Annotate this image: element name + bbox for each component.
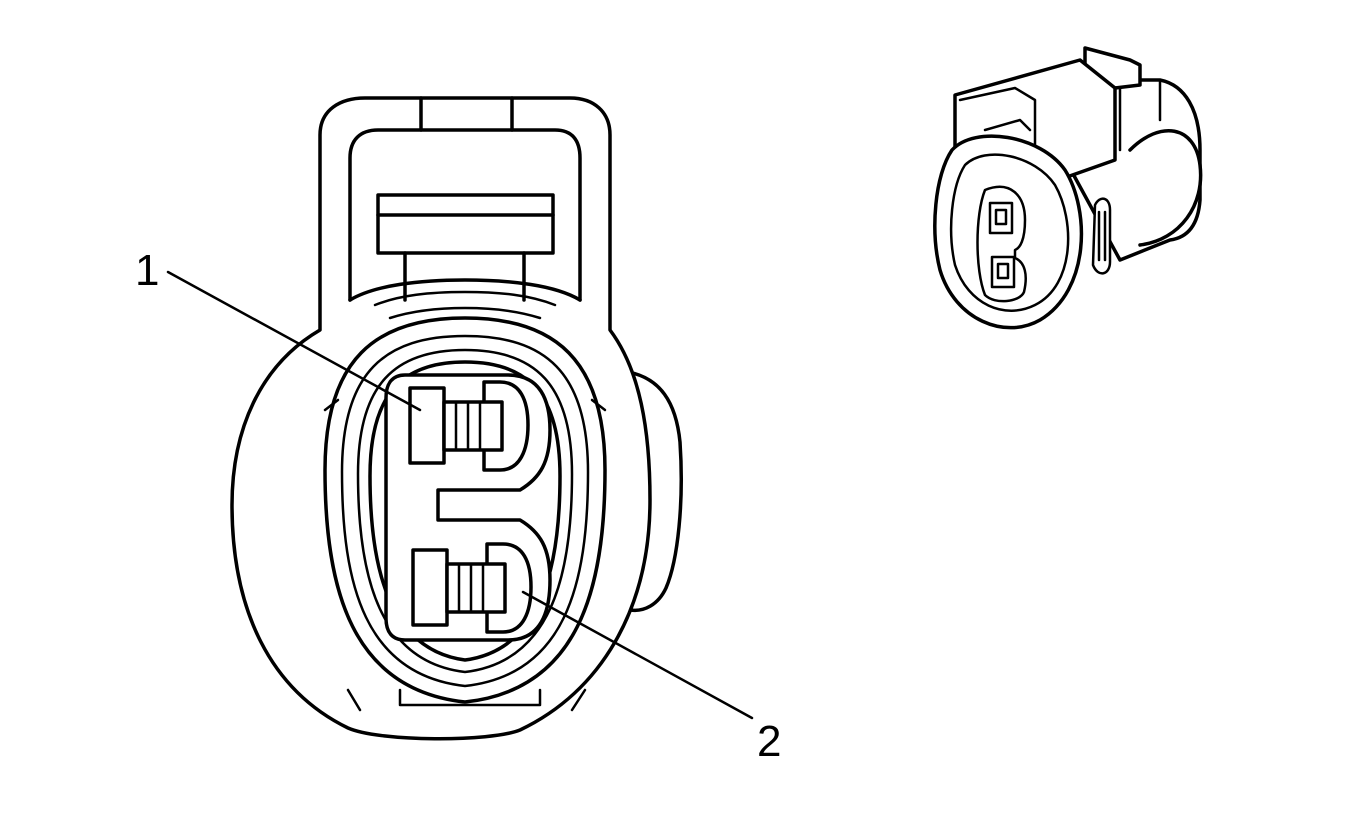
callout-2: 2 — [521, 590, 781, 766]
terminal-1-body — [442, 400, 504, 452]
iso-terminal-2-slot — [996, 262, 1010, 280]
terminal-1 — [408, 380, 530, 472]
seal-arch-inner — [388, 306, 542, 320]
seal-ring-4 — [368, 360, 562, 662]
callout-1-label: 1 — [135, 246, 159, 295]
seal-ring-1 — [323, 316, 607, 704]
terminal-2 — [411, 542, 533, 634]
housing-side-notch-left — [323, 398, 340, 412]
housing-bottom-detail — [346, 688, 587, 712]
latch-frame — [348, 128, 582, 302]
iso-rear-round — [1128, 129, 1203, 247]
iso-latch-loop — [958, 86, 1037, 162]
connector-front-view — [230, 96, 683, 741]
callout-2-label: 2 — [757, 717, 781, 766]
iso-side-slot-inner — [1097, 210, 1107, 262]
connector-isometric-view — [933, 46, 1203, 330]
iso-rear-detail — [1118, 78, 1162, 152]
seal-ring-3 — [356, 348, 574, 674]
latch-block — [376, 193, 555, 255]
iso-terminal-1-slot — [994, 208, 1008, 226]
callout-1-leader — [166, 270, 422, 412]
terminal-2-body — [445, 562, 507, 614]
iso-front-ring — [949, 153, 1070, 312]
housing-side-notch-right — [590, 398, 607, 412]
callout-2-leader — [521, 590, 754, 720]
seal-arch-mid — [373, 290, 557, 307]
seal-arch-outer — [348, 278, 582, 302]
seal-ring-2 — [340, 334, 590, 688]
terminal-1-flange — [408, 386, 446, 465]
callout-1: 1 — [135, 246, 422, 412]
terminal-2-flange — [411, 548, 449, 627]
iso-side-slot — [1091, 197, 1112, 275]
